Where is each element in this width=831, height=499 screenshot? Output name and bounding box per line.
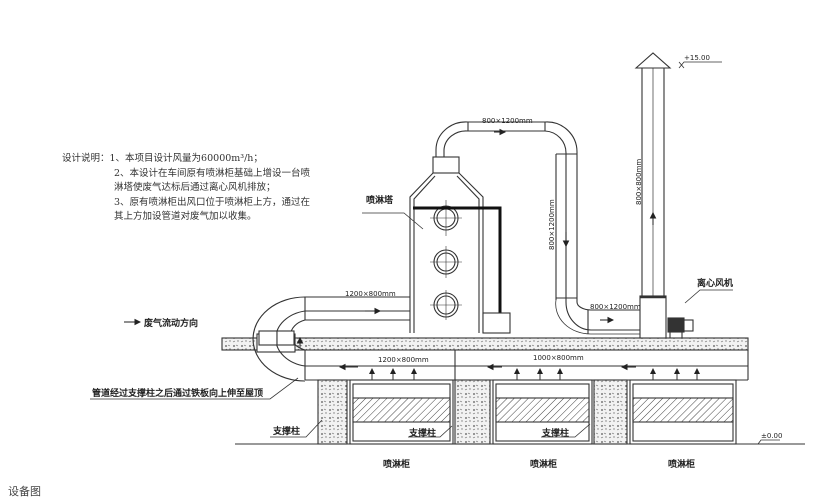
spray-cabinet	[629, 379, 737, 445]
support-leader	[541, 423, 591, 438]
tower-leader	[362, 212, 424, 230]
dim-inlet-duct: 1200×800mm	[345, 290, 396, 298]
elevation-ground-mark	[757, 439, 780, 445]
support-leader	[270, 419, 323, 438]
dim-stack: 800×800mm	[635, 159, 643, 205]
dim-lower-duct-b: 1000×800mm	[533, 354, 584, 362]
cabinet-label: 喷淋柜	[383, 458, 410, 470]
figure-caption: 设备图	[8, 485, 41, 498]
flow-legend-label: 废气流动方向	[144, 317, 198, 329]
outlet-duct	[435, 121, 640, 335]
support-column	[317, 379, 348, 445]
design-notes: 设计说明：1、本项目设计风量为60000m³/h； 2、本设计在车间原有喷淋柜基…	[62, 152, 310, 225]
pipe-note-leader	[90, 377, 299, 400]
note-line: 其上方加设管道对废气加以收集。	[114, 211, 257, 222]
support-leader	[408, 425, 453, 438]
support-column	[454, 379, 491, 445]
spray-cabinet	[349, 379, 454, 445]
spray-tower	[409, 156, 511, 334]
support-label: 支撑柱	[408, 427, 436, 439]
tower-port	[430, 246, 462, 278]
note-line: 3、原有喷淋柜出风口位于喷淋柜上方，通过在	[114, 196, 311, 208]
tower-label: 喷淋塔	[366, 194, 394, 206]
elevation-top-mark	[678, 61, 722, 69]
pipe-note: 管道经过支撑柱之后通过铁板向上伸至屋顶	[92, 387, 263, 399]
note-line: 淋塔使废气达标后通过离心风机排放；	[114, 182, 276, 193]
support-label: 支撑柱	[541, 427, 569, 439]
inlet-duct	[252, 296, 410, 382]
elevation-top: +15.00	[684, 54, 710, 62]
tower-port	[430, 200, 462, 236]
support-label: 支撑柱	[272, 425, 300, 437]
support-column	[593, 379, 628, 445]
notes-title: 设计说明：	[62, 153, 110, 164]
dim-top-duct: 800×1200mm	[482, 117, 533, 125]
cabinet-label: 喷淋柜	[530, 458, 557, 470]
elevation-ground: ±0.00	[761, 432, 782, 440]
tower-port	[430, 290, 462, 320]
fan-leader	[684, 289, 733, 304]
exhaust-stack	[634, 52, 672, 339]
note-line: 2、本设计在车间原有喷淋柜基础上增设一台喷	[114, 167, 311, 179]
dim-lower-duct-a: 1200×800mm	[378, 356, 429, 364]
dim-down-duct: 800×1200mm	[548, 199, 556, 250]
fan-label: 离心风机	[697, 277, 733, 289]
cabinet-label: 喷淋柜	[668, 458, 695, 470]
note-line: 1、本项目设计风量为60000m³/h；	[109, 153, 263, 164]
lower-duct	[304, 350, 749, 381]
dim-fan-duct: 800×1200mm	[590, 303, 641, 311]
floor-slab	[221, 337, 749, 351]
fan-motor-icon	[667, 317, 694, 338]
